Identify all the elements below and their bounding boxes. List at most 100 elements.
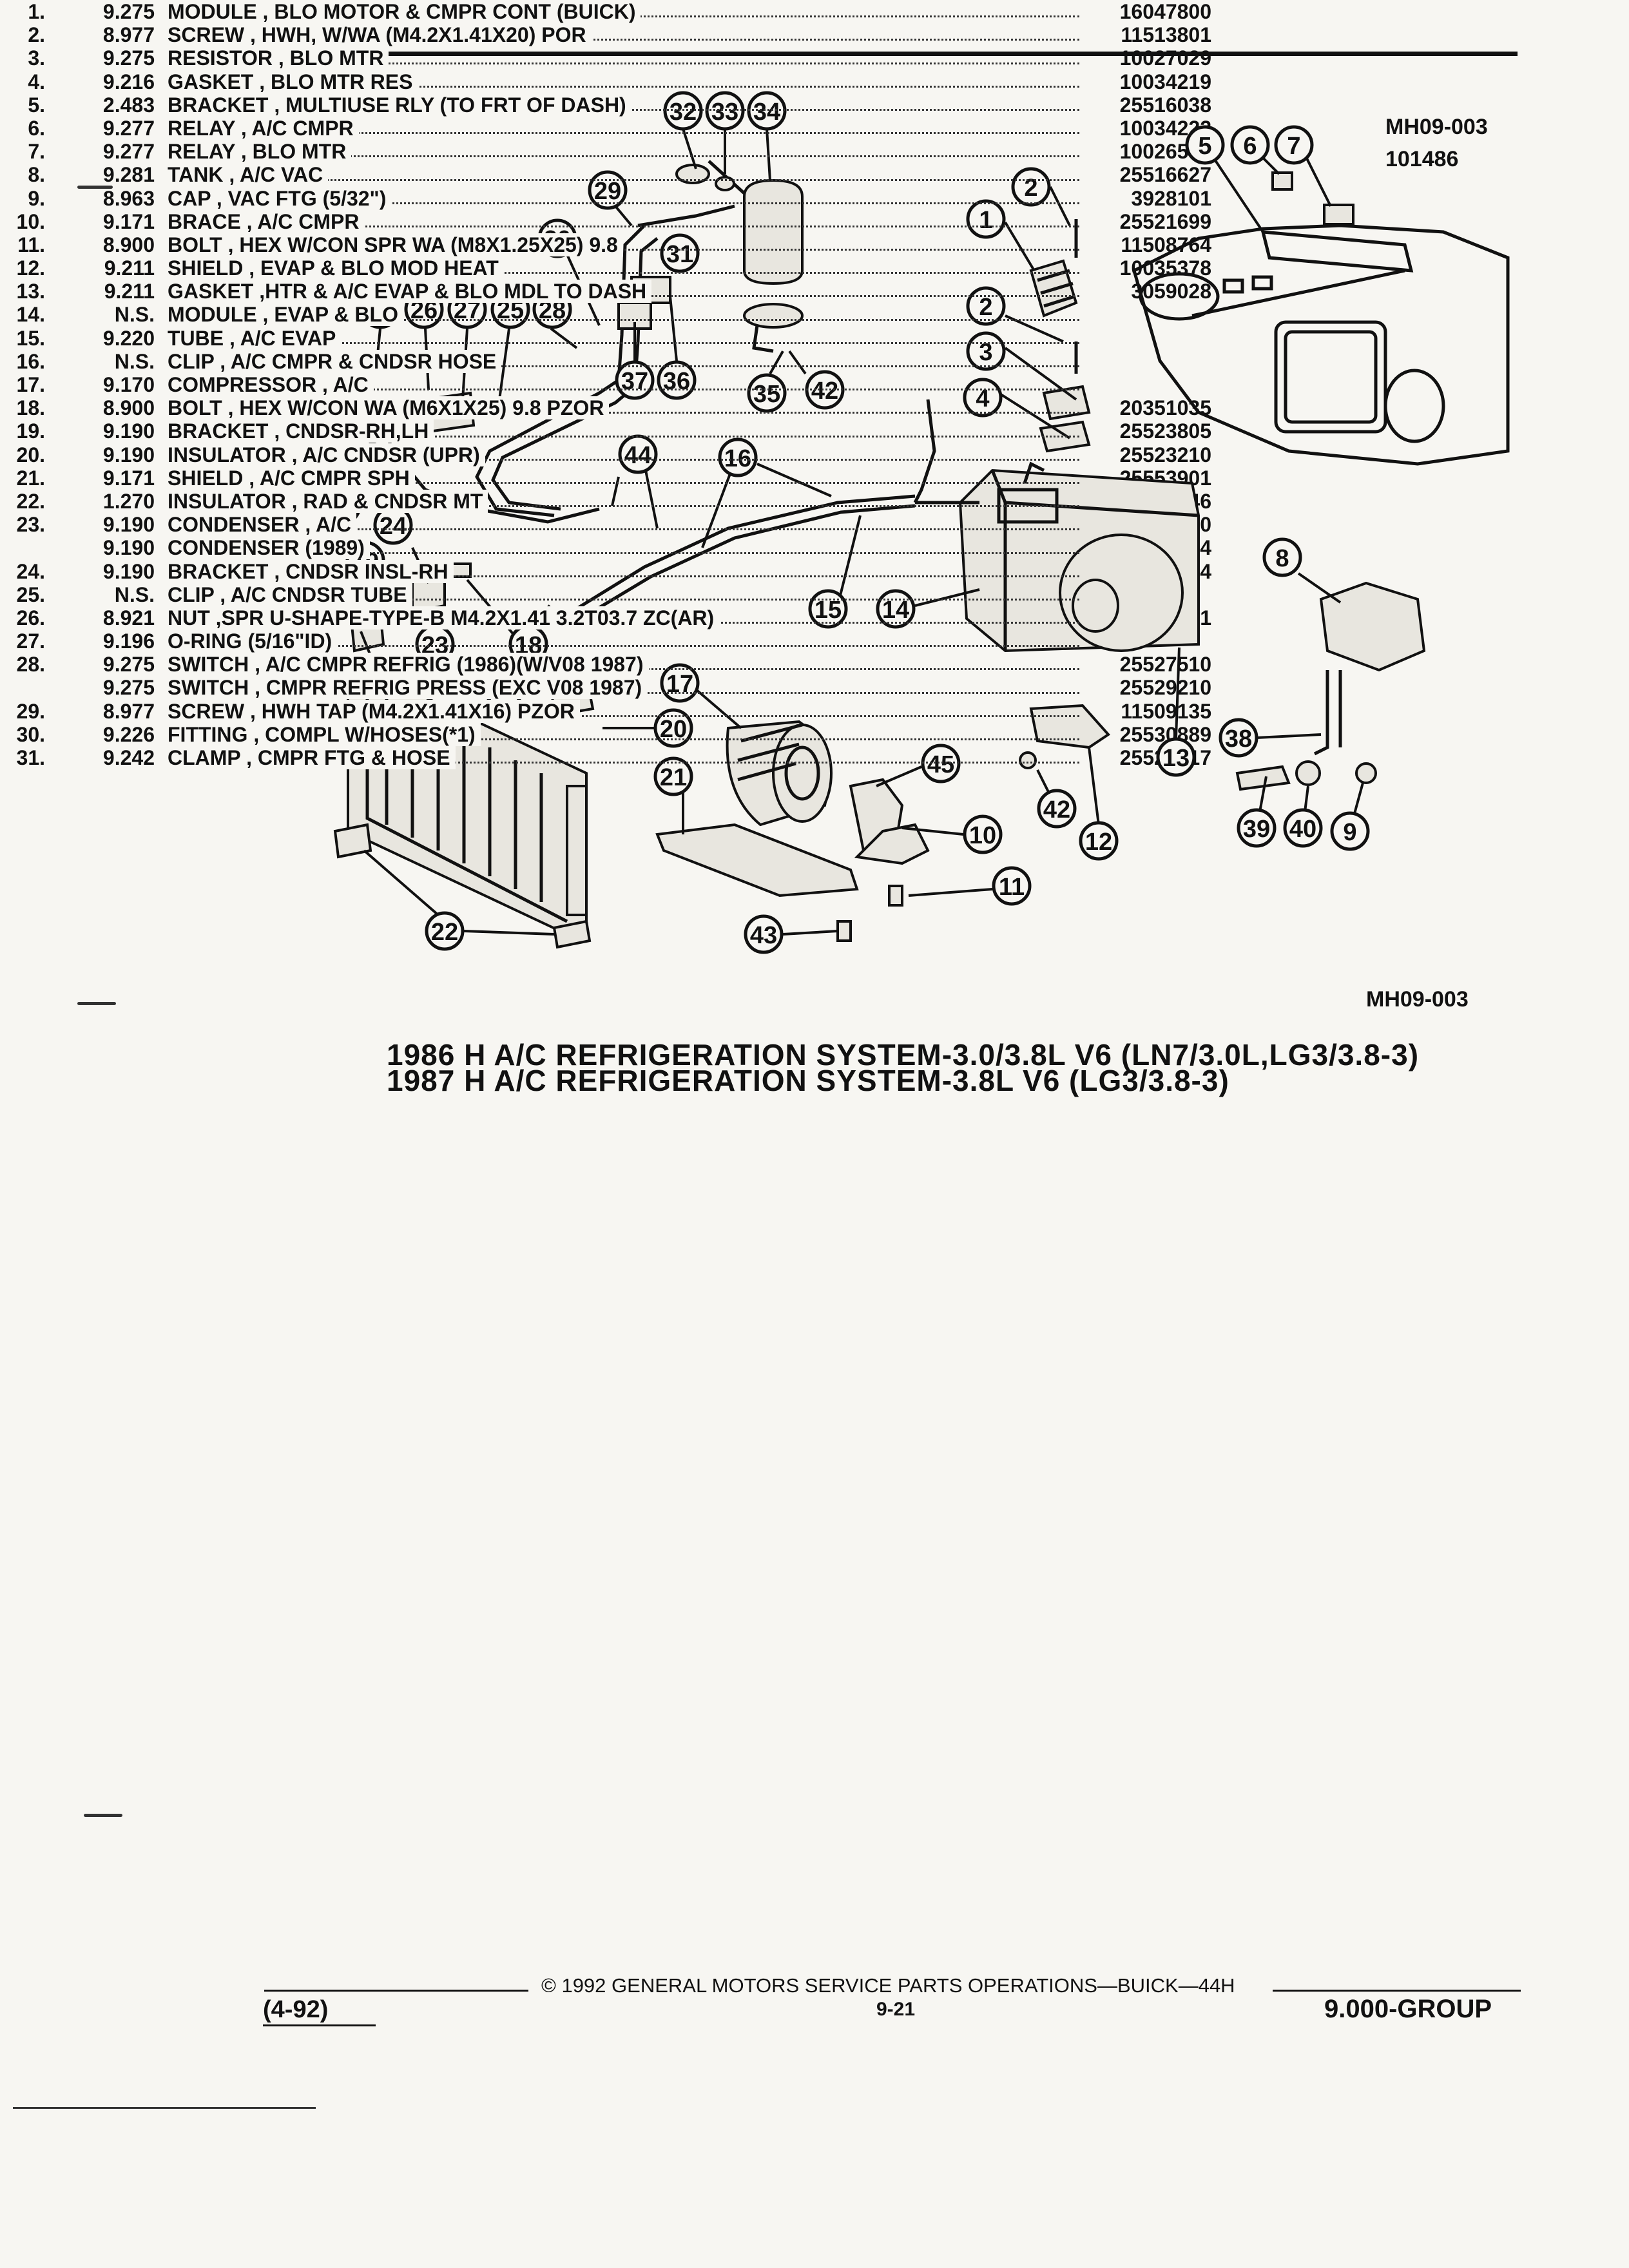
part-description: BOLT , HEX W/CON WA (M6X1X25) 9.8 PZOR: [168, 396, 1086, 420]
diagram-ref-bottom: MH09-003: [1366, 987, 1469, 1012]
part-group-code: 9.211: [104, 256, 155, 280]
part-number-index: 7.: [28, 140, 45, 164]
part-description: RELAY , BLO MTR: [168, 140, 1086, 164]
part-description: TANK , A/C VAC: [168, 163, 1086, 187]
part-description: RELAY , A/C CMPR: [168, 116, 1086, 140]
part-description-text: MODULE , BLO MOTOR & CMPR CONT (BUICK): [168, 0, 641, 23]
parts-list-row: 4. 9.216 GASKET , BLO MTR RES 10034219: [0, 70, 1211, 93]
part-number-index: 28.: [16, 653, 45, 677]
part-group-code: N.S.: [114, 349, 155, 373]
svg-text:35: 35: [753, 381, 780, 408]
part-description-text: MODULE , EVAP & BLO: [168, 303, 403, 327]
callout-8: 8: [1262, 537, 1302, 577]
part-group-code: N.S.: [114, 303, 155, 327]
part-description-text: BOLT , HEX W/CON WA (M6X1X25) 9.8 PZOR: [168, 396, 610, 420]
part-number-index: 2.: [28, 23, 45, 47]
parts-list-row: 16.N.S.CLIP , A/C CMPR & CNDSR HOSE: [0, 349, 1211, 373]
part-group-code: 8.977: [102, 699, 155, 723]
callout-11: 11: [992, 866, 1032, 906]
part-description: MODULE , BLO MOTOR & CMPR CONT (BUICK): [168, 0, 1086, 23]
part-description-text: RELAY , BLO MTR: [168, 140, 352, 164]
part-group-code: 9.275: [102, 0, 155, 23]
part-description: TUBE , A/C EVAP: [168, 326, 1086, 350]
part-description: CONDENSER , A/C: [168, 513, 1086, 537]
margin-mark: [77, 186, 113, 189]
part-group-code: 8.900: [102, 396, 155, 420]
callout-40: 39: [1237, 808, 1277, 848]
svg-text:34: 34: [753, 99, 780, 126]
parts-list-row: 25.N.S.CLIP , A/C CNDSR TUBE: [0, 582, 1211, 606]
part-group-code: 9.196: [102, 629, 155, 653]
part-description-text: TUBE , A/C EVAP: [168, 326, 342, 350]
section-heading-1986: 1986 H A/C REFRIGERATION SYSTEM-3.0/3.8L…: [387, 1038, 1420, 1072]
part-description: SHIELD , A/C CMPR SPH: [168, 466, 1086, 490]
part-description-text: RELAY , A/C CMPR: [168, 116, 359, 140]
callout-20b: 20: [653, 708, 693, 748]
part-group-code: 9.216: [102, 70, 155, 93]
callout-42b: 42: [1037, 789, 1077, 829]
part-group-code: 8.963: [102, 186, 155, 210]
part-number-index: 8.: [28, 163, 45, 187]
part-number-index: 30.: [16, 722, 45, 746]
part-catalog-number: 16047800: [1119, 0, 1211, 23]
part-group-code: 8.977: [102, 23, 155, 47]
part-description-text: COMPRESSOR , A/C: [168, 373, 374, 396]
part-description: GASKET , BLO MTR RES: [168, 70, 1086, 93]
part-description-text: INSULATOR , RAD & CNDSR MT: [168, 489, 488, 513]
callout-44: 44: [618, 434, 658, 474]
part-group-code: 9.275: [102, 653, 155, 677]
footer-date-underline: [263, 2024, 376, 2026]
part-number-index: 6.: [28, 116, 45, 140]
part-description-text: CAP , VAC FTG (5/32"): [168, 186, 392, 210]
callout-7: 7: [1274, 125, 1314, 165]
part-catalog-number: 3059028: [1131, 280, 1211, 303]
callout-39: 38: [1219, 718, 1258, 758]
svg-text:43: 43: [750, 922, 777, 949]
part-catalog-number: 10034219: [1119, 70, 1211, 93]
part-description-text: SHIELD , A/C CMPR SPH: [168, 466, 415, 490]
callout-41: 40: [1283, 808, 1323, 848]
diagram-ref-date: 101486: [1385, 147, 1458, 171]
part-number-index: 13.: [16, 280, 45, 303]
part-description-text: NUT ,SPR U-SHAPE-TYPE-B M4.2X1.41 3.2T03…: [168, 606, 720, 629]
part-description: O-RING (5/16"ID): [168, 629, 1086, 653]
svg-text:6: 6: [1243, 133, 1257, 160]
svg-text:10: 10: [969, 822, 996, 849]
part-group-code: 9.171: [102, 466, 155, 490]
part-description: CAP , VAC FTG (5/32"): [168, 186, 1086, 210]
callout-1: 1: [966, 199, 1006, 239]
part-description: CLIP , A/C CMPR & CNDSR HOSE: [168, 349, 1086, 373]
part-description-text: TANK , A/C VAC: [168, 163, 329, 187]
part-group-code: 9.190: [102, 419, 155, 443]
part-catalog-number: 25529210: [1119, 676, 1211, 700]
svg-text:45: 45: [927, 751, 954, 778]
part-description: NUT ,SPR U-SHAPE-TYPE-B M4.2X1.41 3.2T03…: [168, 606, 1086, 629]
part-description: SCREW , HWH, W/WA (M4.2X1.41X20) POR: [168, 23, 1086, 47]
part-number-index: 4.: [28, 70, 45, 93]
svg-text:13: 13: [1162, 745, 1190, 772]
part-group-code: 8.921: [102, 606, 155, 629]
part-group-code: 2.483: [102, 93, 155, 117]
svg-text:7: 7: [1287, 133, 1300, 160]
svg-text:33: 33: [711, 99, 738, 126]
part-number-index: 29.: [16, 699, 45, 723]
accumulator-drawing: [675, 160, 804, 353]
callout-6: 6: [1230, 125, 1270, 165]
part-catalog-number: 11509135: [1121, 699, 1211, 723]
part-group-code: 9.190: [102, 559, 155, 583]
bottom-rule: [13, 2107, 316, 2109]
parts-list-row: 14.N.S.MODULE , EVAP & BLO: [0, 303, 1211, 327]
top-rule: [267, 52, 1518, 56]
svg-text:29: 29: [594, 178, 621, 205]
callout-2a: 2: [1011, 167, 1051, 207]
part-description-text: CLIP , A/C CNDSR TUBE: [168, 582, 412, 606]
